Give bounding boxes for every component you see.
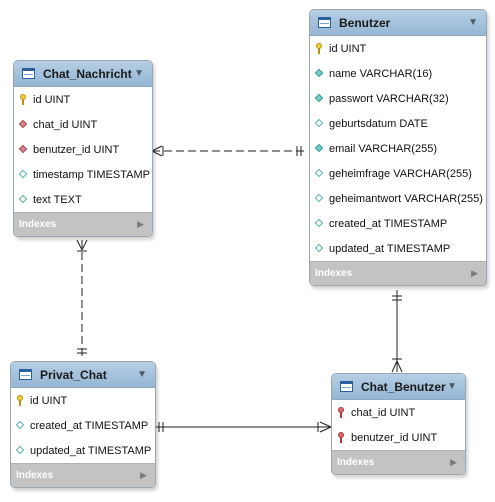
collapse-arrow-icon[interactable]: ▼ (137, 369, 147, 380)
table-chat-nachricht[interactable]: Chat_Nachricht ▼ id UINT chat_id UINT be… (13, 60, 153, 237)
column-row[interactable]: benutzer_id UINT (14, 137, 152, 162)
indexes-label: Indexes (315, 268, 353, 279)
primary-key-icon (19, 94, 28, 105)
column-row[interactable]: geburtsdatum DATE (310, 111, 486, 136)
table-privat-chat[interactable]: Privat_Chat ▼ id UINT created_at TIMESTA… (10, 361, 156, 488)
column-row[interactable]: email VARCHAR(255) (310, 136, 486, 161)
column-label: benutzer_id UINT (351, 431, 438, 444)
indexes-section[interactable]: Indexes ▶ (14, 212, 152, 236)
column-label: updated_at TIMESTAMP (30, 444, 152, 457)
expand-arrow-icon[interactable]: ▶ (137, 219, 144, 229)
primary-key-icon (315, 43, 324, 54)
expand-arrow-icon[interactable]: ▶ (140, 470, 147, 480)
relationship-benutzer-chatbenutzer (391, 290, 403, 373)
column-row[interactable]: text TEXT (14, 187, 152, 212)
indexes-label: Indexes (19, 219, 57, 230)
relationship-nachricht-privatchat (76, 239, 88, 360)
relationship-nachricht-benutzer (151, 145, 308, 157)
table-chat-benutzer[interactable]: Chat_Benutzer ▼ chat_id UINT benutzer_id… (331, 373, 466, 475)
column-label: passwort VARCHAR(32) (329, 92, 449, 105)
primary-foreign-key-icon (337, 432, 346, 443)
nullable-column-icon (19, 169, 28, 180)
table-icon (19, 369, 32, 380)
table-header[interactable]: Benutzer ▼ (310, 10, 486, 36)
column-row[interactable]: geheimfrage VARCHAR(255) (310, 161, 486, 186)
table-icon (22, 68, 35, 79)
primary-key-icon (16, 395, 25, 406)
nullable-column-icon (16, 445, 25, 456)
expand-arrow-icon[interactable]: ▶ (450, 457, 457, 467)
nullable-column-icon (315, 118, 324, 129)
column-label: geheimfrage VARCHAR(255) (329, 167, 472, 180)
nullable-column-icon (315, 243, 324, 254)
column-row[interactable]: name VARCHAR(16) (310, 61, 486, 86)
table-title: Chat_Nachricht (43, 66, 132, 81)
table-title: Privat_Chat (40, 367, 107, 382)
column-label: timestamp TIMESTAMP (33, 168, 150, 181)
nullable-column-icon (315, 218, 324, 229)
table-benutzer[interactable]: Benutzer ▼ id UINT name VARCHAR(16) pass… (309, 9, 487, 286)
nullable-column-icon (19, 194, 28, 205)
column-row[interactable]: updated_at TIMESTAMP (11, 438, 155, 463)
table-icon (340, 381, 353, 392)
column-row[interactable]: chat_id UINT (14, 112, 152, 137)
column-label: name VARCHAR(16) (329, 67, 433, 80)
column-label: email VARCHAR(255) (329, 142, 437, 155)
relationship-privatchat-chatbenutzer (155, 421, 332, 433)
indexes-section[interactable]: Indexes ▶ (332, 450, 465, 474)
collapse-arrow-icon[interactable]: ▼ (134, 68, 144, 79)
column-label: chat_id UINT (33, 118, 98, 131)
indexes-label: Indexes (16, 470, 54, 481)
primary-foreign-key-icon (337, 407, 346, 418)
column-row[interactable]: passwort VARCHAR(32) (310, 86, 486, 111)
column-label: id UINT (30, 394, 68, 407)
column-row[interactable]: id UINT (11, 388, 155, 413)
column-label: chat_id UINT (351, 406, 416, 419)
nullable-column-icon (16, 420, 25, 431)
indexes-section[interactable]: Indexes ▶ (11, 463, 155, 487)
column-label: benutzer_id UINT (33, 143, 120, 156)
column-diamond-icon (315, 143, 324, 154)
column-row[interactable]: created_at TIMESTAMP (11, 413, 155, 438)
column-row[interactable]: geheimantwort VARCHAR(255) (310, 186, 486, 211)
column-label: created_at TIMESTAMP (30, 419, 149, 432)
column-diamond-icon (315, 93, 324, 104)
column-row[interactable]: id UINT (310, 36, 486, 61)
collapse-arrow-icon[interactable]: ▼ (447, 381, 457, 392)
foreign-key-icon (19, 119, 28, 130)
column-row[interactable]: updated_at TIMESTAMP (310, 236, 486, 261)
column-diamond-icon (315, 68, 324, 79)
column-label: updated_at TIMESTAMP (329, 242, 451, 255)
foreign-key-icon (19, 144, 28, 155)
column-row[interactable]: timestamp TIMESTAMP (14, 162, 152, 187)
indexes-section[interactable]: Indexes ▶ (310, 261, 486, 285)
column-label: text TEXT (33, 193, 82, 206)
column-label: id UINT (329, 42, 367, 55)
column-row[interactable]: created_at TIMESTAMP (310, 211, 486, 236)
table-title: Chat_Benutzer (361, 379, 446, 394)
table-icon (318, 17, 331, 28)
column-label: created_at TIMESTAMP (329, 217, 448, 230)
column-row[interactable]: benutzer_id UINT (332, 425, 465, 450)
collapse-arrow-icon[interactable]: ▼ (468, 17, 478, 28)
column-label: geheimantwort VARCHAR(255) (329, 192, 483, 205)
table-header[interactable]: Chat_Nachricht ▼ (14, 61, 152, 87)
expand-arrow-icon[interactable]: ▶ (471, 268, 478, 278)
nullable-column-icon (315, 168, 324, 179)
column-row[interactable]: id UINT (14, 87, 152, 112)
column-label: id UINT (33, 93, 71, 106)
table-header[interactable]: Privat_Chat ▼ (11, 362, 155, 388)
nullable-column-icon (315, 193, 324, 204)
table-header[interactable]: Chat_Benutzer ▼ (332, 374, 465, 400)
indexes-label: Indexes (337, 457, 375, 468)
table-title: Benutzer (339, 15, 391, 30)
column-row[interactable]: chat_id UINT (332, 400, 465, 425)
column-label: geburtsdatum DATE (329, 117, 428, 130)
